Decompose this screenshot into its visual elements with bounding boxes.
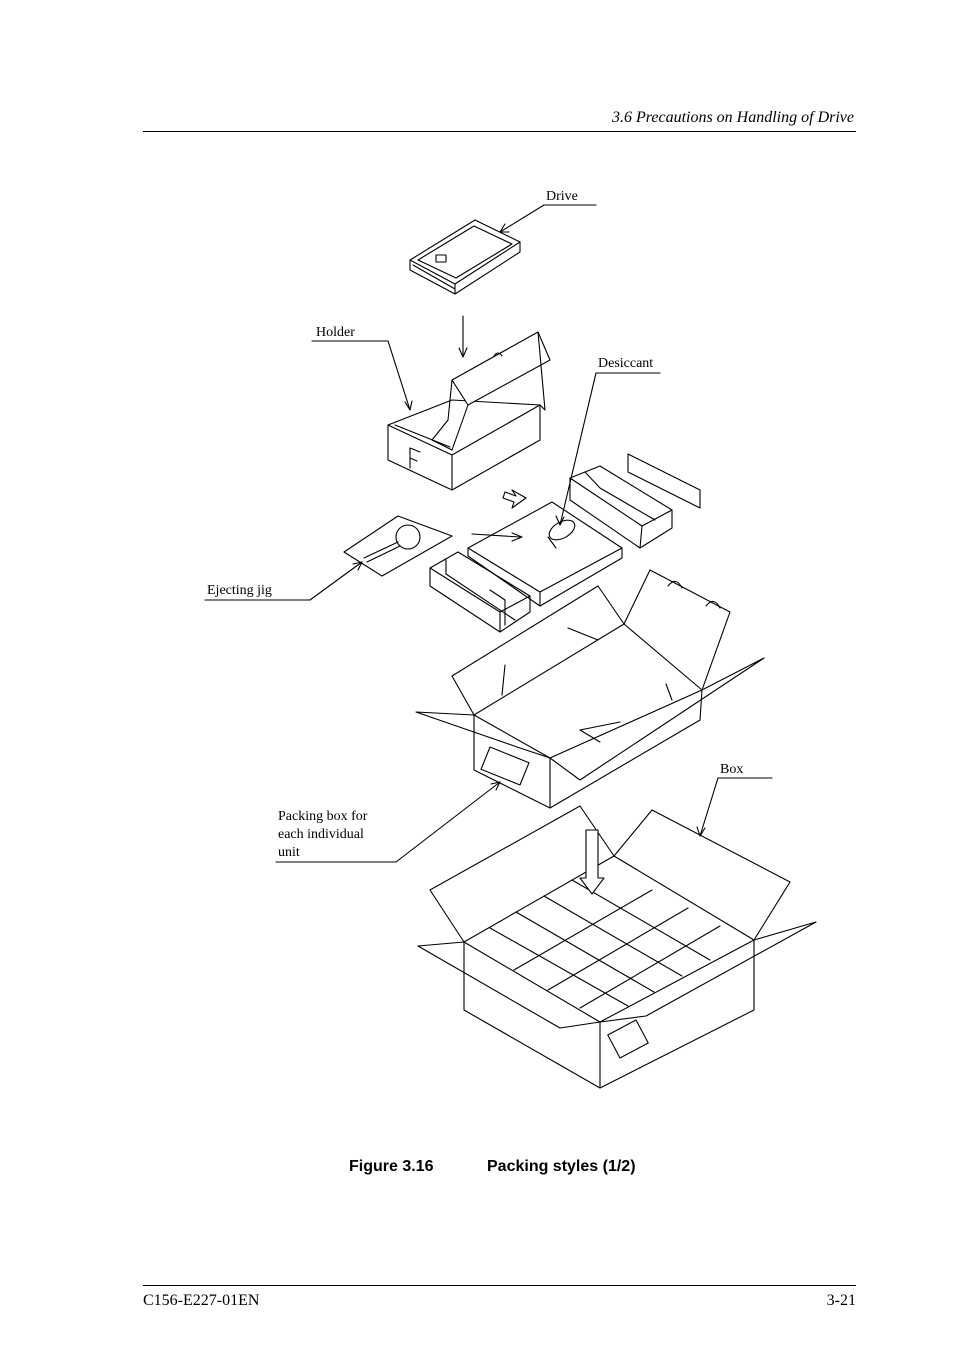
label-box: Box [720,762,744,777]
label-packing-box: Packing box for each individual unit [278,808,367,862]
foam-right-drawing [570,454,700,548]
holder-drawing [388,332,550,490]
foam-left-drawing [430,552,530,632]
tray-drawing [468,502,622,606]
label-drive: Drive [546,189,578,204]
label-packing-box-line1: Packing box for [278,809,368,824]
document-id: C156-E227-01EN [143,1292,260,1309]
label-desiccant: Desiccant [598,356,654,371]
figure-number: Figure 3.16 [349,1158,434,1175]
label-holder: Holder [316,325,355,340]
drive-drawing [410,220,520,294]
label-packing-box-line2: each individual [278,827,364,842]
ejecting-jig-drawing [344,516,452,576]
leader-lines [205,205,772,862]
figure-title: Packing styles (1/2) [487,1158,636,1175]
outer-box-drawing [418,806,816,1088]
label-packing-box-line3: unit [278,845,300,860]
packing-box-drawing [416,570,764,808]
label-ejecting-jig: Ejecting jig [207,583,272,598]
page-number: 3-21 [826,1292,856,1309]
header-rule [143,131,856,132]
section-header: 3.6 Precautions on Handling of Drive [611,109,854,126]
footer-rule [143,1285,856,1286]
